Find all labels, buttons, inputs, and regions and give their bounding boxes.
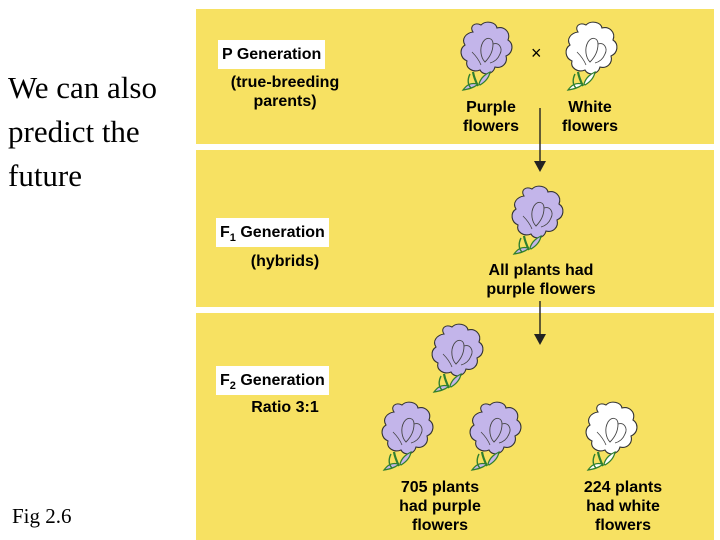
cross-symbol: ×	[531, 43, 542, 63]
purple-parent-label-line: flowers	[462, 118, 519, 135]
f2-white-result-line: 224 plants	[583, 479, 663, 496]
f2-white-result-line: flowers	[594, 517, 651, 534]
p-generation-heading: P Generation	[218, 40, 326, 69]
p-generation-subtitle-line: parents)	[253, 93, 317, 110]
f1-heading-text: Generation	[235, 224, 325, 241]
p-generation-subtitle-line: (true-breeding	[230, 74, 340, 91]
white-parent-label: White flowers	[548, 98, 632, 136]
f1-heading-subscript: 1	[229, 232, 236, 245]
white-flower-icon	[584, 401, 639, 472]
f2-heading-text: Generation	[235, 372, 325, 389]
slide-title-line: future	[8, 158, 83, 193]
figure-caption: Fig 2.6	[12, 504, 72, 528]
f2-white-result-label: 224 plants had white flowers	[567, 478, 679, 535]
slide-title-line: We can also	[8, 70, 157, 105]
white-flower-icon	[564, 21, 619, 92]
white-parent-label-line: flowers	[561, 118, 618, 135]
f1-generation-subtitle: (hybrids)	[250, 253, 320, 270]
p-generation-panel	[196, 9, 714, 144]
f2-generation-heading: F2 Generation	[216, 366, 329, 395]
f2-purple-result-label: 705 plants had purple flowers	[382, 478, 498, 535]
f2-white-result-line: had white	[586, 498, 660, 515]
purple-flower-icon	[459, 21, 514, 92]
purple-flower-icon	[430, 323, 485, 394]
f2-purple-result-line: had purple	[399, 498, 481, 515]
p-generation-subtitle: (true-breeding parents)	[210, 73, 360, 111]
purple-flower-icon	[380, 401, 435, 472]
f1-generation-heading: F1 Generation	[216, 218, 329, 247]
f1-result-label: All plants had purple flowers	[468, 261, 614, 299]
purple-parent-label: Purple flowers	[449, 98, 533, 136]
purple-flower-icon	[510, 185, 565, 256]
f2-heading-letter: F	[220, 372, 230, 389]
f1-result-label-line: purple flowers	[486, 281, 596, 298]
purple-parent-label-line: Purple	[466, 99, 516, 116]
f2-purple-result-line: flowers	[411, 517, 468, 534]
f1-result-label-line: All plants had	[488, 262, 594, 279]
f2-purple-result-line: 705 plants	[400, 479, 480, 496]
white-parent-label-line: White	[568, 99, 612, 116]
purple-flower-icon	[468, 401, 523, 472]
f2-heading-subscript: 2	[229, 380, 236, 393]
slide-title: We can also predict the future	[8, 66, 193, 198]
f2-ratio-label: Ratio 3:1	[251, 399, 319, 416]
f1-heading-letter: F	[220, 224, 230, 241]
slide-title-line: predict the	[8, 114, 140, 149]
